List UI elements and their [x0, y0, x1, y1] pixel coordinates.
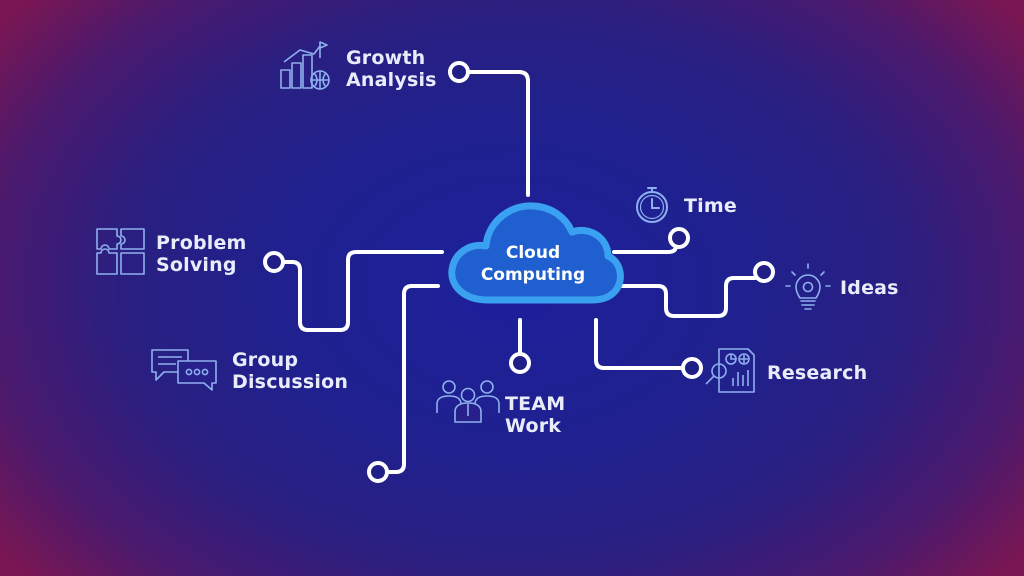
team-people-icon — [436, 380, 500, 423]
group-discussion-line1: Group — [232, 349, 299, 371]
problem-solving-line1: Problem — [156, 232, 247, 254]
team-work-line2: Work — [505, 415, 562, 437]
cloud-label-line2: Computing — [480, 265, 586, 285]
node-dot-growth-analysis — [448, 61, 470, 83]
research-report-icon — [705, 348, 755, 393]
team-work-label: TEAM Work — [505, 393, 565, 437]
connector-growth-analysis — [467, 70, 530, 197]
growth-chart-globe-icon — [280, 41, 330, 90]
team-work-line1: TEAM — [505, 393, 566, 415]
puzzle-icon — [96, 228, 145, 275]
ideas-line1: Ideas — [840, 277, 899, 299]
node-dot-group-discussion — [367, 461, 389, 483]
group-discussion-label: Group Discussion — [232, 349, 348, 393]
connector-ideas — [620, 276, 757, 318]
growth-analysis-label: Growth Analysis — [346, 47, 437, 91]
problem-solving-label: Problem Solving — [156, 232, 247, 276]
connector-time — [612, 241, 678, 254]
problem-solving-line2: Solving — [156, 254, 237, 276]
connector-group-discussion — [376, 284, 440, 474]
group-discussion-line2: Discussion — [232, 371, 349, 393]
connector-research — [594, 318, 686, 370]
cloud-label-line1: Cloud — [505, 243, 561, 263]
time-line1: Time — [684, 195, 737, 217]
cloud-computing-label: Cloud Computing — [462, 242, 604, 286]
stopwatch-icon — [636, 187, 668, 223]
research-label: Research — [767, 362, 867, 384]
node-dot-problem-solving — [263, 251, 285, 273]
time-label: Time — [684, 195, 737, 217]
node-dot-team-work — [509, 352, 531, 374]
lightbulb-icon — [785, 263, 831, 310]
cloud-icon — [448, 202, 624, 304]
growth-analysis-line2: Analysis — [346, 69, 437, 91]
node-dot-research — [681, 357, 703, 379]
node-dot-ideas — [753, 261, 775, 283]
chat-bubbles-icon — [151, 349, 217, 391]
ideas-label: Ideas — [840, 277, 899, 299]
growth-analysis-line1: Growth — [346, 47, 426, 69]
node-dot-time — [668, 227, 690, 249]
connector-problem-solving — [281, 250, 444, 332]
research-line1: Research — [767, 362, 868, 384]
